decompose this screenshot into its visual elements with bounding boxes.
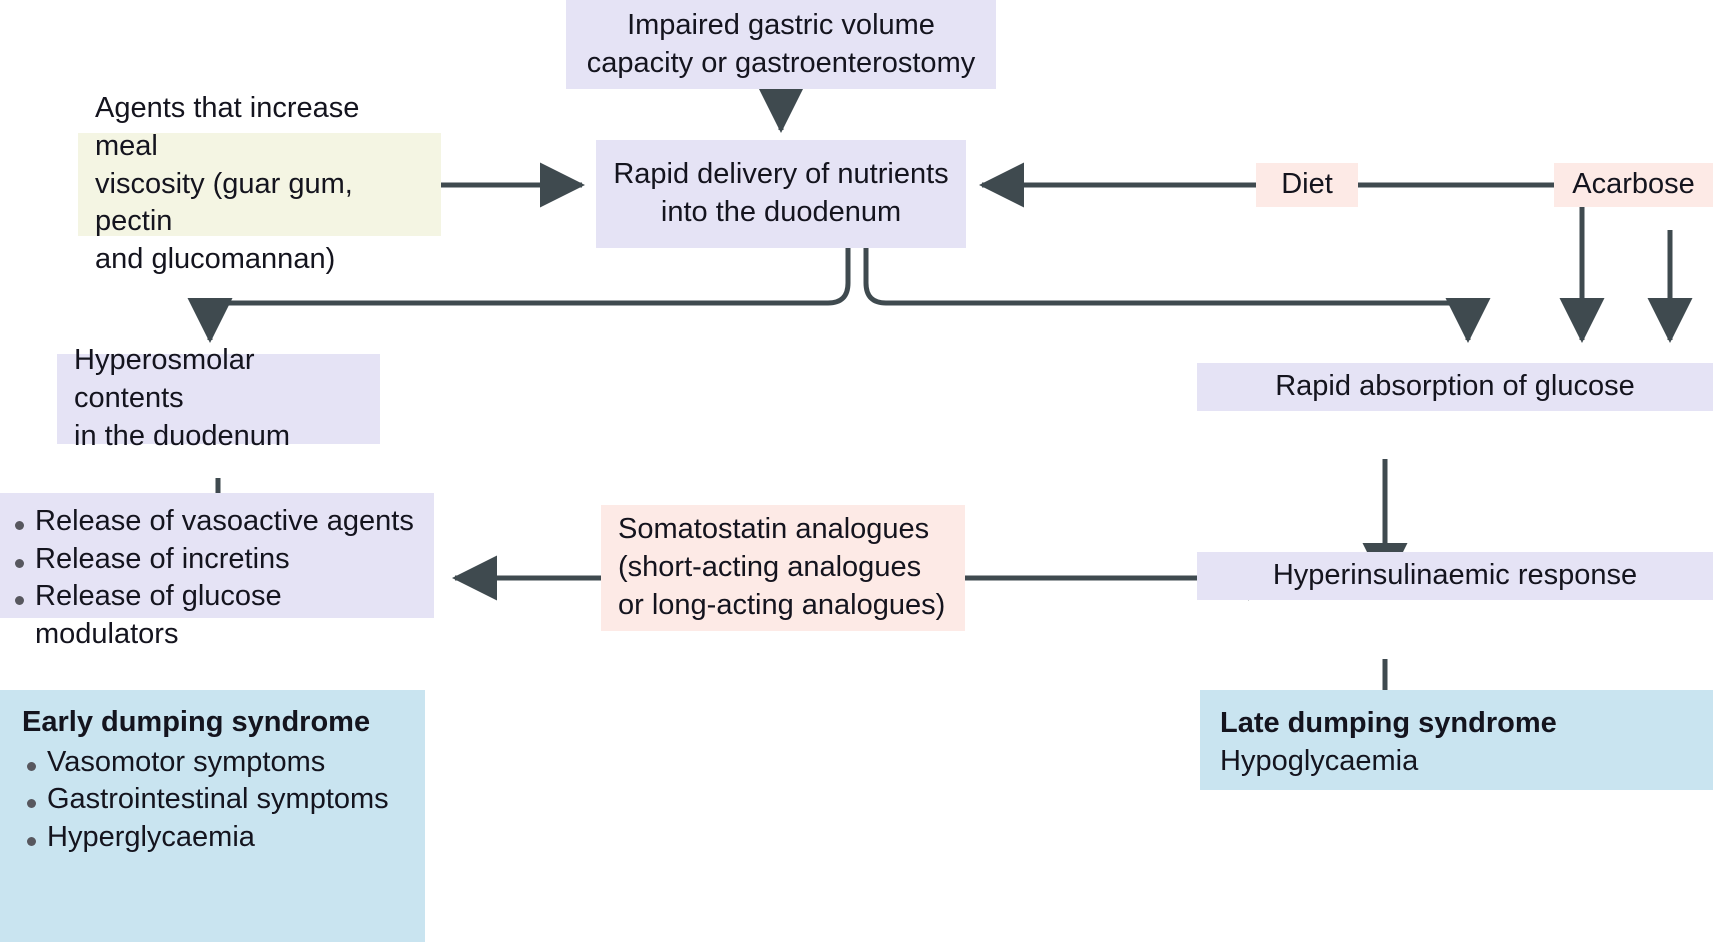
viscosity-agents-line-3: and glucomannan) bbox=[95, 243, 336, 276]
hyperosmolar-line-2: in the duodenum bbox=[74, 419, 291, 452]
node-late-dumping[interactable]: Late dumping syndrome Hypoglycaemia bbox=[1200, 690, 1713, 790]
node-early-dumping[interactable]: Early dumping syndrome Vasomotor symptom… bbox=[0, 690, 425, 942]
late-dumping-heading: Late dumping syndrome bbox=[1220, 707, 1557, 739]
somatostatin-line-1: Somatostatin analogues bbox=[618, 513, 930, 546]
early-dumping-heading: Early dumping syndrome bbox=[22, 706, 371, 738]
late-dumping-subtitle: Hypoglycaemia bbox=[1220, 744, 1419, 777]
hyperosmolar-line-1: Hyperosmolar contents bbox=[74, 344, 255, 415]
rapid-absorption-label: Rapid absorption of glucose bbox=[1275, 370, 1635, 403]
node-rapid-delivery[interactable]: Rapid delivery of nutrients into the duo… bbox=[596, 140, 966, 248]
node-release-list[interactable]: Release of vasoactive agents Release of … bbox=[0, 493, 434, 650]
impaired-gastric-line-2: capacity or gastroenterostomy bbox=[586, 46, 976, 79]
node-impaired-gastric[interactable]: Impaired gastric volume capacity or gast… bbox=[566, 0, 996, 89]
node-hyperosmolar[interactable]: Hyperosmolar contents in the duodenum bbox=[57, 344, 380, 452]
somatostatin-line-3: or long-acting analogues) bbox=[618, 588, 946, 621]
node-rapid-absorption[interactable]: Rapid absorption of glucose bbox=[1197, 363, 1713, 411]
fork-right-branch bbox=[863, 248, 1491, 344]
diet-label: Diet bbox=[1281, 168, 1333, 201]
list-item: Release of vasoactive agents bbox=[10, 503, 424, 541]
node-somatostatin[interactable]: Somatostatin analogues (short-acting ana… bbox=[601, 505, 965, 631]
list-item: Vasomotor symptoms bbox=[22, 744, 415, 782]
arrow-diet-right-elbow bbox=[1358, 182, 1605, 344]
rapid-delivery-line-1: Rapid delivery of nutrients bbox=[613, 158, 949, 191]
node-acarbose[interactable]: Acarbose bbox=[1554, 163, 1713, 207]
somatostatin-line-2: (short-acting analogues bbox=[618, 551, 922, 584]
node-diet[interactable]: Diet bbox=[1256, 163, 1358, 207]
viscosity-agents-line-1: Agents that increase meal bbox=[95, 92, 360, 162]
acarbose-label: Acarbose bbox=[1572, 168, 1695, 201]
impaired-gastric-line-1: Impaired gastric volume bbox=[627, 8, 935, 41]
list-item: Release of glucose modulators bbox=[10, 578, 424, 653]
rapid-delivery-line-2: into the duodenum bbox=[660, 196, 902, 228]
list-item: Gastrointestinal symptoms bbox=[22, 781, 415, 819]
hyperinsulinaemic-label: Hyperinsulinaemic response bbox=[1272, 559, 1638, 592]
node-viscosity-agents[interactable]: Agents that increase meal viscosity (gua… bbox=[78, 92, 441, 275]
release-list: Release of vasoactive agents Release of … bbox=[10, 503, 424, 654]
list-item: Hyperglycaemia bbox=[22, 819, 415, 857]
node-hyperinsulinaemic[interactable]: Hyperinsulinaemic response bbox=[1197, 552, 1713, 600]
list-item: Release of incretins bbox=[10, 541, 424, 579]
viscosity-agents-line-2: viscosity (guar gum, pectin bbox=[95, 167, 353, 238]
early-dumping-list: Vasomotor symptoms Gastrointestinal symp… bbox=[22, 744, 415, 857]
